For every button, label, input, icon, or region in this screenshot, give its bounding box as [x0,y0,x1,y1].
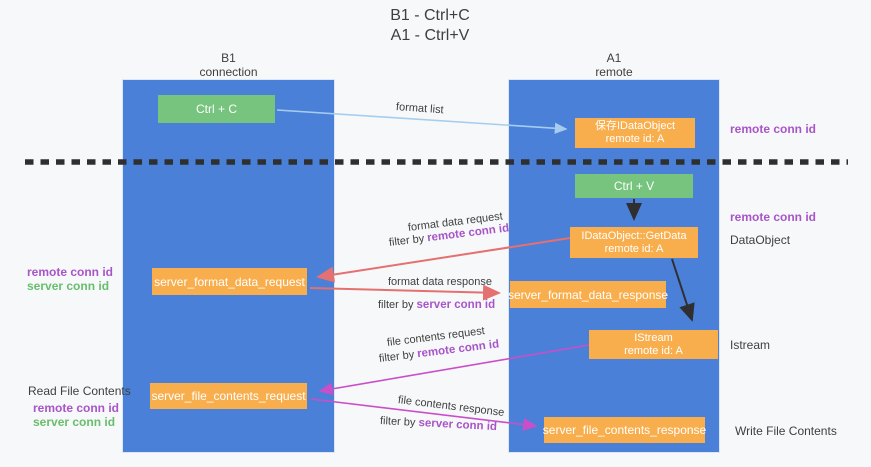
save-dataobject-remote-id: remote id: A [605,133,665,145]
filter-by-text: filter by [388,232,425,249]
server-format-data-request-box: server_format_data_request [152,268,307,295]
write-file-contents-label: Write File Contents [735,424,837,438]
istream-box: IStream remote id: A [589,330,718,359]
server-conn-id-text: server conn id [416,299,496,311]
file-contents-response-label: file contents response [397,394,505,419]
server-conn-id-text: server conn id [418,417,498,434]
getdata-box: IDataObject::GetData remote id: A [570,227,698,258]
filter-by-server-1: filter by server conn id [378,299,495,311]
remote-conn-id-right-mid: remote conn id [730,210,817,224]
format-list-label: format list [395,101,444,117]
read-file-contents-label: Read File Contents [28,384,131,398]
server-file-contents-response-box: server_file_contents_response [543,417,706,443]
dataobject-label: DataObject [730,233,791,247]
right-column-subtitle: remote [595,65,633,79]
filter-by-text: filter by [379,415,416,429]
title-line-1: B1 - Ctrl+C [390,7,470,24]
server-format-data-response-box: server_format_data_response [508,281,668,308]
server-conn-id-left-bottom: server conn id [33,415,116,429]
right-column-name: A1 [606,51,622,65]
istream-label: IStream [634,331,673,344]
getdata-remote-id: remote id: A [604,242,664,255]
title-line-2: A1 - Ctrl+V [390,27,470,44]
server-conn-id-left-top: server conn id [27,279,110,293]
remote-conn-id-left-bottom: remote conn id [33,401,120,415]
left-column-header: B1 connection [122,51,335,79]
ctrl-c-box: Ctrl + C [158,95,275,123]
format-data-response-arrow [309,284,501,301]
left-column-subtitle: connection [199,65,258,79]
filter-by-server-2: filter by server conn id [380,415,498,433]
left-column-name: B1 [221,51,236,65]
filter-by-text: filter by [378,299,414,311]
save-dataobject-box: 保存IDataObject remote id: A [575,118,695,148]
istream-side-label: Istream [730,338,771,352]
diagram-title: B1 - Ctrl+C A1 - Ctrl+V [300,6,560,46]
filter-by-text: filter by [378,348,415,365]
format-data-response-label: format data response [388,276,492,288]
remote-conn-id-right-top: remote conn id [730,122,817,136]
getdata-label: IDataObject::GetData [581,229,687,242]
right-column-header: A1 remote [508,51,720,79]
server-file-contents-request-box: server_file_contents_request [150,383,307,409]
save-dataobject-label: 保存IDataObject [594,120,676,132]
ctrl-v-box: Ctrl + V [575,174,693,198]
istream-remote-id: remote id: A [624,344,683,357]
remote-conn-id-left-top: remote conn id [27,265,114,279]
